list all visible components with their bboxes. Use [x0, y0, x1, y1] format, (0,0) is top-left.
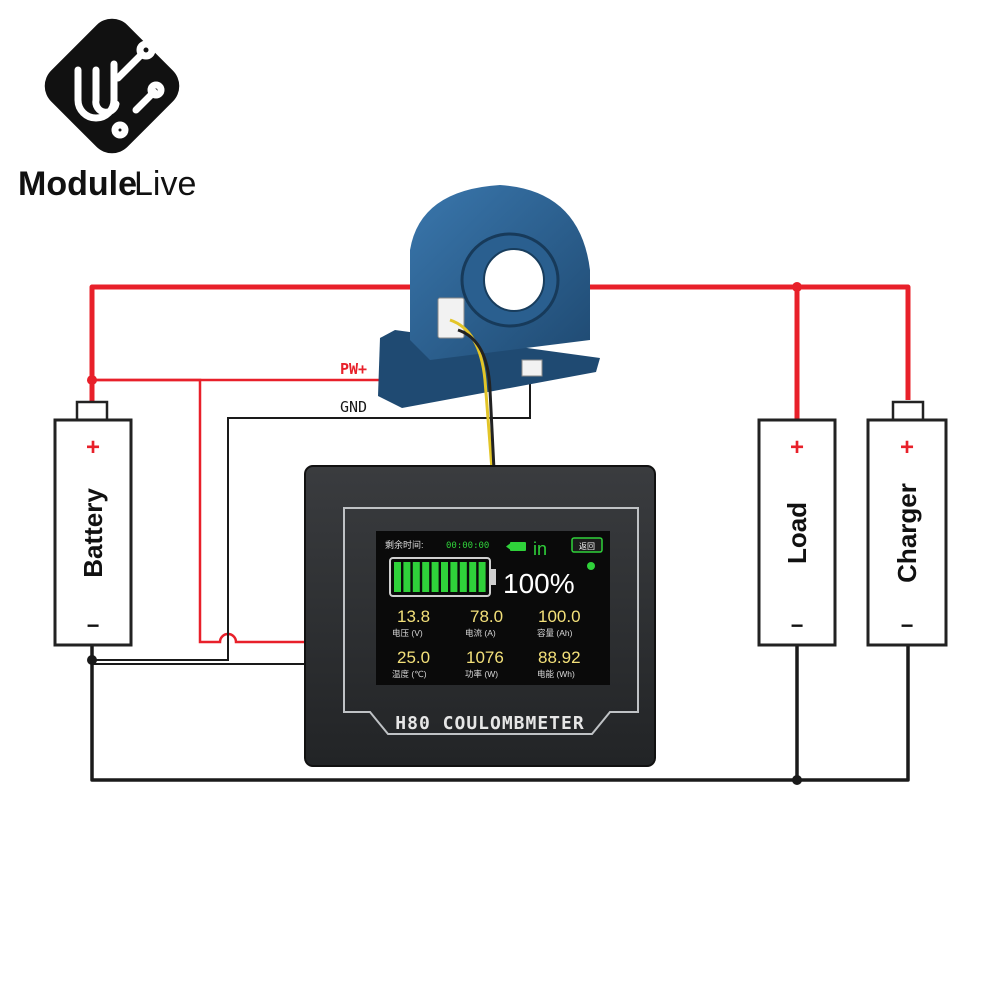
charger-plus: + — [900, 434, 914, 461]
junction-dot — [87, 375, 97, 385]
battery-cell: + Battery − — [53, 400, 133, 647]
reading-voltage-label: 电压 (V) — [392, 628, 423, 638]
gnd-wire — [92, 380, 531, 665]
reading-power-value: 1076 — [466, 648, 504, 667]
reading-energy-label: 电能 (Wh) — [537, 669, 575, 679]
reading-power-label: 功率 (W) — [465, 669, 498, 679]
battery-gauge-segment — [403, 562, 411, 592]
battery-gauge-segment — [412, 562, 420, 592]
load-minus: − — [791, 613, 804, 638]
battery-gauge-segment — [422, 562, 430, 592]
battery-percent: 100% — [503, 568, 575, 599]
battery-gauge-segment — [431, 562, 439, 592]
reading-temperature-label: 温度 (℃) — [392, 669, 427, 679]
ground-junction-dots — [87, 655, 802, 785]
battery-body — [53, 418, 133, 647]
load-plus: + — [790, 434, 804, 461]
charge-direction: in — [533, 539, 547, 559]
status-led — [587, 562, 595, 570]
battery-gauge-segment — [441, 562, 448, 592]
modulelive-logo: Module Live — [18, 18, 196, 203]
remaining-time-value: 00:00:00 — [446, 541, 489, 551]
sensor-cable-black — [457, 328, 496, 471]
charge-direction-icon — [510, 542, 526, 551]
charger-body — [866, 418, 948, 647]
reading-capacity-label: 容量 (Ah) — [537, 628, 573, 638]
charger-terminal — [891, 400, 925, 422]
back-button-label: 返回 — [579, 542, 595, 551]
pw-label: PW+ — [340, 360, 367, 378]
ground-wires — [90, 645, 910, 782]
load-label: Load — [782, 502, 812, 564]
charger-minus: − — [901, 613, 914, 638]
battery-gauge-segment — [450, 562, 458, 592]
battery-gauge-bars — [394, 562, 486, 592]
logo-text-live: Live — [134, 165, 196, 203]
load-body — [757, 418, 837, 647]
readings-grid: 13.8 电压 (V) 78.0 电流 (A) 100.0 容量 (Ah) 25… — [392, 607, 581, 679]
battery-gauge-segment — [478, 562, 486, 592]
reading-energy-value: 88.92 — [538, 648, 581, 667]
back-button[interactable] — [571, 537, 603, 553]
charger-device: + Charger − — [866, 400, 948, 647]
battery-terminal — [75, 400, 109, 422]
reading-voltage-value: 13.8 — [397, 607, 430, 626]
meter-screen — [376, 531, 610, 685]
battery-minus: − — [87, 613, 100, 638]
battery-gauge-segment — [459, 562, 467, 592]
hall-current-sensor — [378, 185, 600, 471]
charger-label: Charger — [892, 483, 922, 583]
battery-plus: + — [86, 434, 100, 461]
battery-gauge-cap — [490, 569, 496, 585]
logo-text-module: Module — [18, 165, 137, 203]
meter-model-label: H80 COULOMBMETER — [395, 713, 584, 734]
junction-dot — [87, 655, 97, 665]
battery-label: Battery — [78, 488, 108, 578]
junction-dots — [87, 282, 802, 385]
gnd-label: GND — [340, 398, 367, 416]
sensor-hole — [483, 248, 545, 312]
junction-dot — [792, 282, 802, 292]
reading-current-value: 78.0 — [470, 607, 503, 626]
reading-current-label: 电流 (A) — [465, 628, 496, 638]
remaining-time-label: 剩余时间: — [385, 539, 424, 550]
reading-temperature-value: 25.0 — [397, 648, 430, 667]
charge-arrow-icon — [506, 542, 512, 551]
battery-gauge-segment — [469, 562, 477, 592]
sensor-connector — [437, 297, 465, 339]
sensor-connector-small — [521, 359, 543, 377]
reading-capacity-value: 100.0 — [538, 607, 581, 626]
coulombmeter: H80 COULOMBMETER 剩余时间: 00:00:00 in 返回 10… — [304, 465, 656, 767]
meter-inner-frame — [343, 507, 639, 735]
logo-circuit-icon — [74, 40, 165, 139]
junction-dot — [792, 775, 802, 785]
battery-gauge-segment — [394, 562, 401, 592]
load-device: + Load − — [757, 418, 837, 647]
